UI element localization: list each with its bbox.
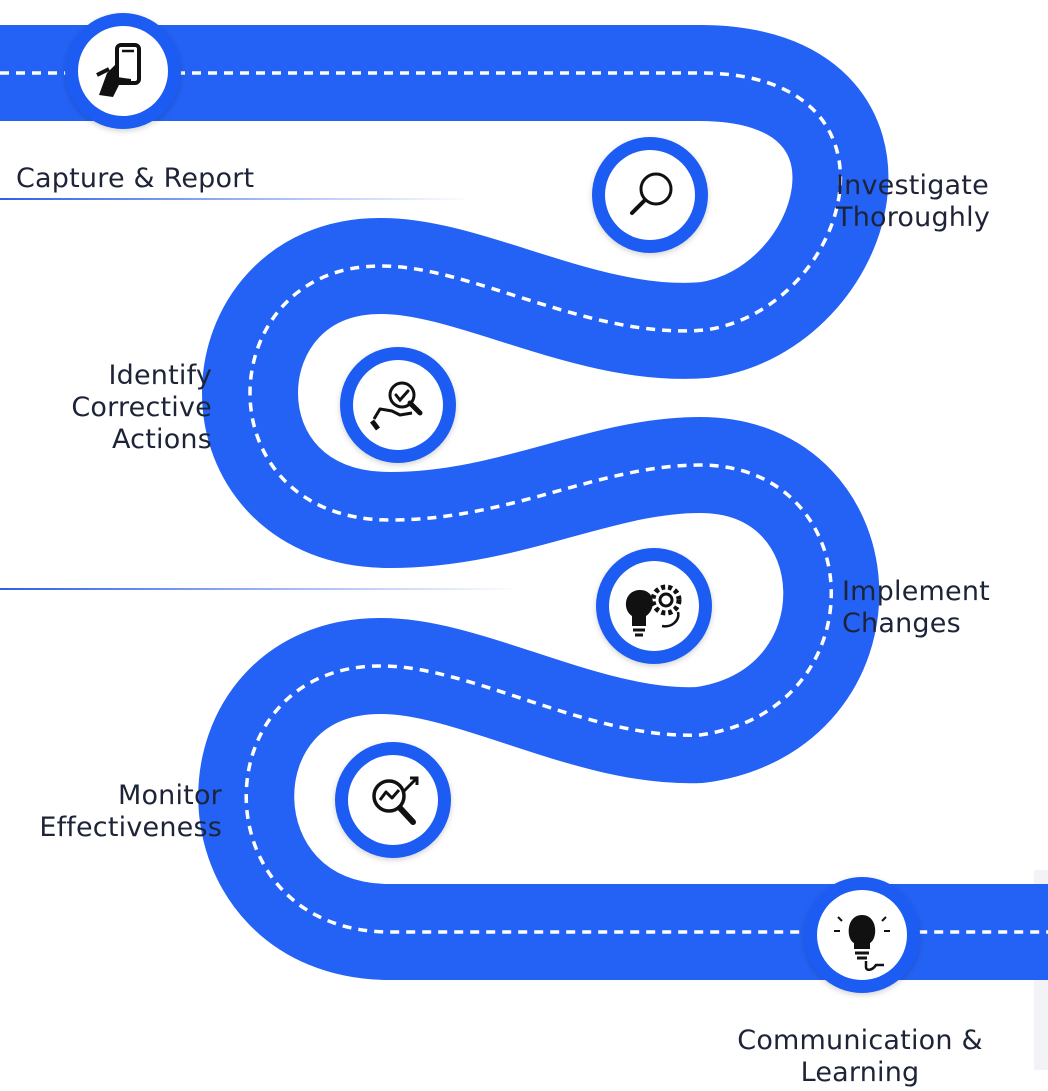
step-node-communication-learning: [804, 877, 920, 993]
step-label-line: Capture & Report: [16, 163, 255, 194]
step-label-capture-report: Capture & Report: [16, 163, 254, 195]
step-node-investigate: [592, 137, 708, 253]
step-label-line: Corrective: [71, 392, 212, 423]
divider-line-top: [0, 198, 470, 200]
step-label-line: Monitor: [117, 780, 222, 811]
step-label-identify-actions: Identify Corrective Actions: [71, 360, 212, 456]
divider-line-middle: [0, 588, 520, 590]
chart-magnifier-icon: [372, 776, 419, 825]
step-label-line: Implement: [842, 576, 990, 607]
step-label-investigate: Investigate Thoroughly: [836, 170, 990, 234]
step-label-communication-learning: Communication & Learning: [700, 1025, 1020, 1089]
step-node-implement-changes: [596, 548, 712, 664]
step-label-line: Communication &: [737, 1025, 983, 1056]
bulb-gear-icon: [625, 584, 682, 637]
step-label-line: Learning: [800, 1057, 920, 1088]
step-node-monitor-effectiveness: [335, 742, 451, 858]
step-label-line: Identify: [108, 360, 212, 391]
step-label-line: Changes: [842, 608, 961, 639]
step-label-monitor-effectiveness: Monitor Effectiveness: [39, 780, 222, 844]
step-label-line: Thoroughly: [836, 202, 990, 233]
step-label-implement-changes: Implement Changes: [842, 576, 990, 640]
hand-search-check-icon: [370, 381, 423, 431]
step-label-line: Investigate: [836, 170, 989, 201]
step-label-line: Effectiveness: [39, 812, 222, 843]
step-node-capture-report: [65, 13, 181, 129]
smartphone-hand-icon: [96, 43, 141, 97]
step-label-line: Actions: [111, 424, 212, 455]
brain-bulb-plug-icon: [834, 915, 890, 971]
magnifier-icon: [630, 172, 673, 215]
road-dashed-centerline: [0, 71, 1048, 934]
step-node-identify-actions: [340, 347, 456, 463]
